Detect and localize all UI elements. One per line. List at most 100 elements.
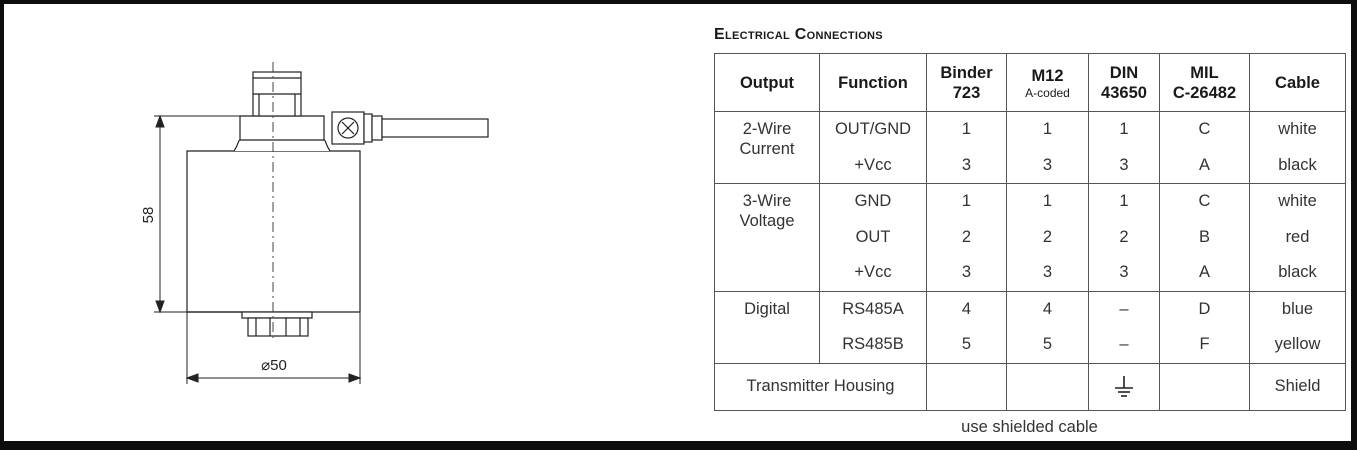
table-row-digital: Digital RS485A RS485B 4 5 4 5 – – (714, 290, 1346, 364)
height-label: 58 (140, 207, 157, 224)
cable (381, 118, 489, 138)
cable-value: yellow (1274, 335, 1321, 353)
mil-value: C (1198, 192, 1211, 210)
cable-value: blue (1281, 299, 1314, 318)
height-dimension (154, 114, 240, 314)
function-value: +Vcc (854, 155, 892, 174)
header-output: Output (714, 53, 820, 112)
m12-value: 1 (1042, 192, 1053, 210)
mil-cell: C A (1159, 111, 1250, 184)
binder-cell: 4 5 (926, 290, 1007, 364)
din-cell: – – (1088, 290, 1160, 364)
din-value: 1 (1119, 192, 1129, 210)
mil-value: C (1198, 120, 1211, 138)
datasheet-page: 58 ⌀50 Electrical Connections Output Fun… (4, 4, 1351, 441)
binder-value: 2 (961, 227, 972, 246)
diameter-label: ⌀50 (261, 357, 287, 374)
header-m12-label: M12 (1031, 66, 1064, 85)
housing-cable-cell: Shield (1249, 362, 1346, 411)
cable-value: white (1278, 192, 1317, 210)
mil-value: F (1199, 335, 1210, 353)
mil-value: D (1198, 299, 1211, 318)
electrical-connections-table: Output Function Binder 723 M12 A-coded D… (714, 53, 1346, 411)
bottom-fitting (241, 311, 313, 319)
function-value: RS485B (842, 335, 904, 353)
function-value: OUT/GND (834, 120, 912, 138)
m12-value: 4 (1042, 299, 1053, 318)
output-cell: 3-Wire Voltage (714, 183, 820, 292)
header-mil-sub: C-26482 (1172, 83, 1237, 102)
header-binder-label: Binder (940, 63, 993, 82)
header-mil: MIL C-26482 (1159, 53, 1250, 112)
header-din-sub: 43650 (1101, 83, 1147, 102)
mil-cell: C B A (1159, 183, 1250, 292)
housing-mil-cell (1159, 362, 1250, 411)
din-value: – (1119, 299, 1129, 318)
output-cell: Digital (714, 290, 820, 364)
footnote: use shielded cable (961, 418, 1098, 436)
mil-value: A (1198, 263, 1210, 281)
cable-value: black (1278, 155, 1317, 174)
header-m12: M12 A-coded (1006, 53, 1089, 112)
binder-value: 5 (961, 335, 972, 353)
din-cell: 1 3 (1088, 111, 1160, 184)
sensor-collar (233, 115, 331, 152)
section-title: Electrical Connections (714, 26, 883, 43)
binder-cell: 1 3 (926, 111, 1007, 184)
header-function: Function (819, 53, 927, 112)
binder-value: 4 (961, 299, 972, 318)
din-value: 2 (1119, 227, 1129, 246)
header-din: DIN 43650 (1088, 53, 1160, 112)
din-value: 3 (1119, 155, 1129, 174)
header-binder-sub: 723 (952, 83, 981, 102)
binder-value: 1 (961, 120, 972, 138)
header-cable: Cable (1249, 53, 1346, 112)
function-value: RS485A (842, 299, 904, 318)
table-row-housing: Transmitter Housing Shield (714, 362, 1346, 411)
binder-value: 1 (961, 192, 972, 210)
table-header-row: Output Function Binder 723 M12 A-coded D… (714, 53, 1346, 112)
m12-value: 3 (1042, 155, 1053, 174)
diameter-dimension (185, 312, 362, 384)
table-row-2-wire-current: 2-Wire Current OUT/GND +Vcc 1 3 1 3 1 (714, 111, 1346, 184)
cable-cell: white red black (1249, 183, 1346, 292)
mil-cell: D F (1159, 290, 1250, 364)
cable-value: red (1285, 227, 1310, 246)
m12-value: 3 (1042, 263, 1053, 281)
mil-value: B (1198, 227, 1210, 246)
function-value: GND (854, 192, 892, 210)
housing-binder-cell (926, 362, 1007, 411)
cable-value: black (1278, 263, 1317, 281)
binder-value: 3 (961, 155, 972, 174)
function-value: OUT (855, 227, 891, 246)
function-value: +Vcc (854, 263, 892, 281)
housing-m12-cell (1006, 362, 1089, 411)
binder-value: 3 (961, 263, 972, 281)
header-m12-sub: A-coded (1025, 85, 1070, 100)
din-value: 1 (1119, 120, 1129, 138)
housing-din-cell (1088, 362, 1160, 411)
housing-label: Transmitter Housing (714, 362, 927, 411)
m12-cell: 1 2 3 (1006, 183, 1089, 292)
function-cell: OUT/GND +Vcc (819, 111, 927, 184)
m12-value: 2 (1042, 227, 1053, 246)
header-din-label: DIN (1109, 63, 1139, 82)
din-cell: 1 2 3 (1088, 183, 1160, 292)
mil-value: A (1198, 155, 1210, 174)
din-value: 3 (1119, 263, 1129, 281)
binder-cell: 1 2 3 (926, 183, 1007, 292)
ground-icon (1115, 375, 1133, 397)
cable-cell: white black (1249, 111, 1346, 184)
sensor-dimension-drawing: 58 ⌀50 (140, 62, 489, 384)
cable-cell: blue yellow (1249, 290, 1346, 364)
function-cell: RS485A RS485B (819, 290, 927, 364)
function-cell: GND OUT +Vcc (819, 183, 927, 292)
output-cell: 2-Wire Current (714, 111, 820, 184)
m12-value: 5 (1042, 335, 1053, 353)
m12-cell: 1 3 (1006, 111, 1089, 184)
header-binder: Binder 723 (926, 53, 1007, 112)
m12-value: 1 (1042, 120, 1053, 138)
header-mil-label: MIL (1190, 63, 1219, 82)
table-row-3-wire-voltage: 3-Wire Voltage GND OUT +Vcc 1 2 3 1 2 3 (714, 183, 1346, 292)
cable-value: white (1278, 120, 1317, 138)
